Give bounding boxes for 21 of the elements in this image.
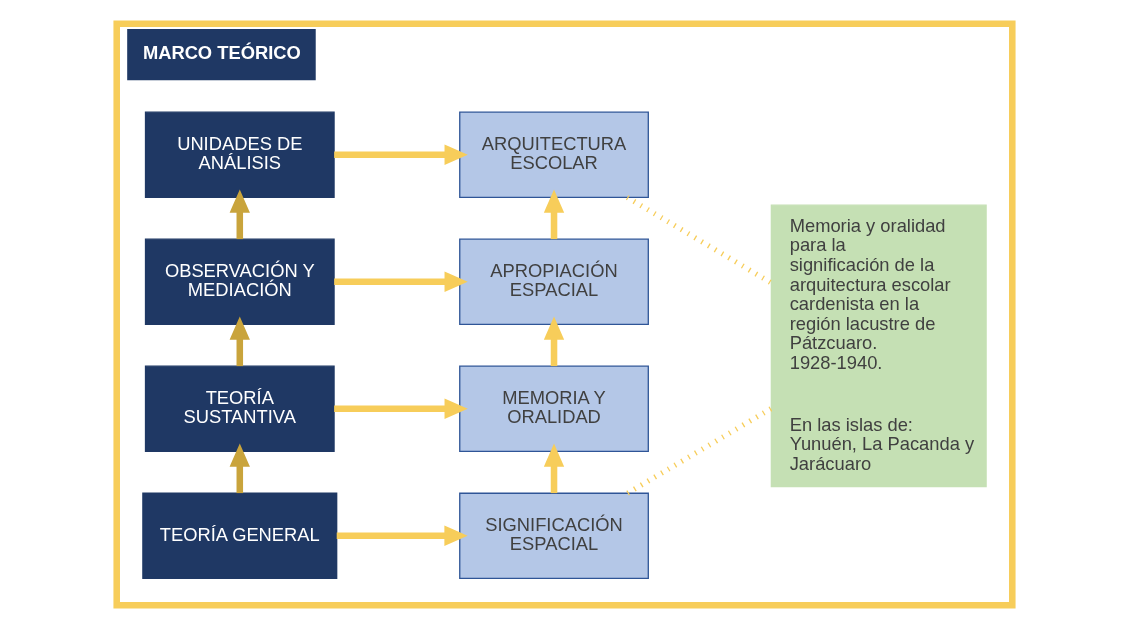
connector bbox=[625, 406, 772, 496]
arrow bbox=[333, 271, 468, 292]
node-box: TEORÍA SUSTANTIVA bbox=[144, 365, 335, 452]
arrow bbox=[543, 189, 564, 240]
node-box: MEMORIA Y ORALIDAD bbox=[458, 365, 649, 452]
node-box: Memoria y oralidad para la significación de la arquitectura escolar cardenista en la región lacustre de Pátzcuaro. 1928-1940. En las islas de: Yunuén, La Pacanda y Jarácuaro bbox=[770, 204, 987, 488]
arrow bbox=[229, 316, 250, 367]
node-box: APROPIACIÓN ESPACIAL bbox=[458, 238, 649, 325]
arrow bbox=[333, 144, 468, 165]
connector bbox=[625, 195, 772, 285]
node-box: UNIDADES DE ANÁLISIS bbox=[144, 111, 335, 198]
node-box: SIGNIFICACIÓN ESPACIAL bbox=[458, 492, 649, 579]
arrow bbox=[333, 398, 468, 419]
arrow bbox=[229, 443, 250, 494]
arrow bbox=[229, 189, 250, 240]
arrow bbox=[336, 525, 468, 546]
node-box: OBSERVACIÓN Y MEDIACIÓN bbox=[144, 238, 335, 325]
arrow bbox=[543, 443, 564, 494]
arrow bbox=[543, 316, 564, 367]
node-box: TEORÍA GENERAL bbox=[141, 492, 337, 579]
node-box: ARQUITECTURA ESCOLAR bbox=[458, 111, 649, 198]
